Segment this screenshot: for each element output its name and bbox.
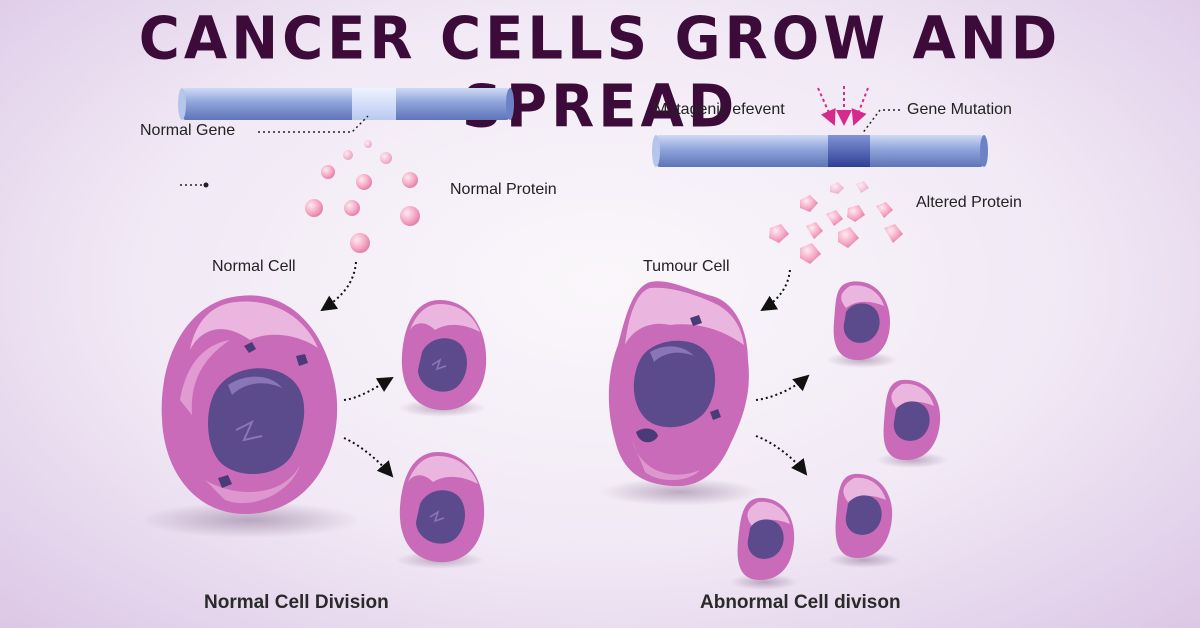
tumour-cell-label: Tumour Cell — [643, 258, 730, 275]
gene-mutation-pointer — [861, 109, 900, 135]
abnormal-cell-division-label: Abnormal Cell divison — [700, 592, 901, 613]
normal-protein-label: Normal Protein — [450, 181, 557, 198]
arrow-to-normal-cell — [320, 261, 357, 312]
altered-proteins — [769, 181, 903, 264]
gene-mutation-label: Gene Mutation — [907, 101, 1012, 118]
arrow-abnormal-division-bottom — [755, 435, 808, 476]
abnormal-cell-2 — [876, 379, 948, 468]
mutated-gene-bar — [652, 135, 988, 167]
normal-gene-pointer — [258, 115, 369, 133]
abnormal-cell-3 — [828, 473, 900, 568]
mutagenic-arrows — [817, 86, 869, 126]
pointer-dot — [203, 182, 209, 188]
arrow-abnormal-division-top — [755, 374, 810, 401]
arrow-normal-division-bottom — [343, 437, 394, 478]
tumour-cell — [600, 281, 760, 506]
mutagenic-event-label: Mutagenic efevent — [654, 101, 785, 118]
altered-protein-label: Altered Protein — [916, 194, 1022, 211]
normal-cell-label: Normal Cell — [212, 258, 296, 275]
arrow-to-tumour-cell — [760, 269, 791, 312]
normal-daughter-cell-bottom — [396, 452, 485, 569]
arrow-normal-division-top — [343, 376, 394, 401]
normal-gene-label: Normal Gene — [140, 122, 236, 139]
normal-daughter-cell-top — [398, 300, 487, 417]
abnormal-cell-4 — [730, 497, 798, 590]
normal-cell — [140, 295, 360, 538]
normal-gene-bar — [178, 88, 514, 120]
abnormal-cell-1 — [826, 281, 898, 368]
normal-proteins — [305, 140, 420, 253]
page-title: CANCER CELLS GROW AND SPREAD — [138, 4, 1062, 142]
normal-cell-division-label: Normal Cell Division — [204, 592, 389, 613]
